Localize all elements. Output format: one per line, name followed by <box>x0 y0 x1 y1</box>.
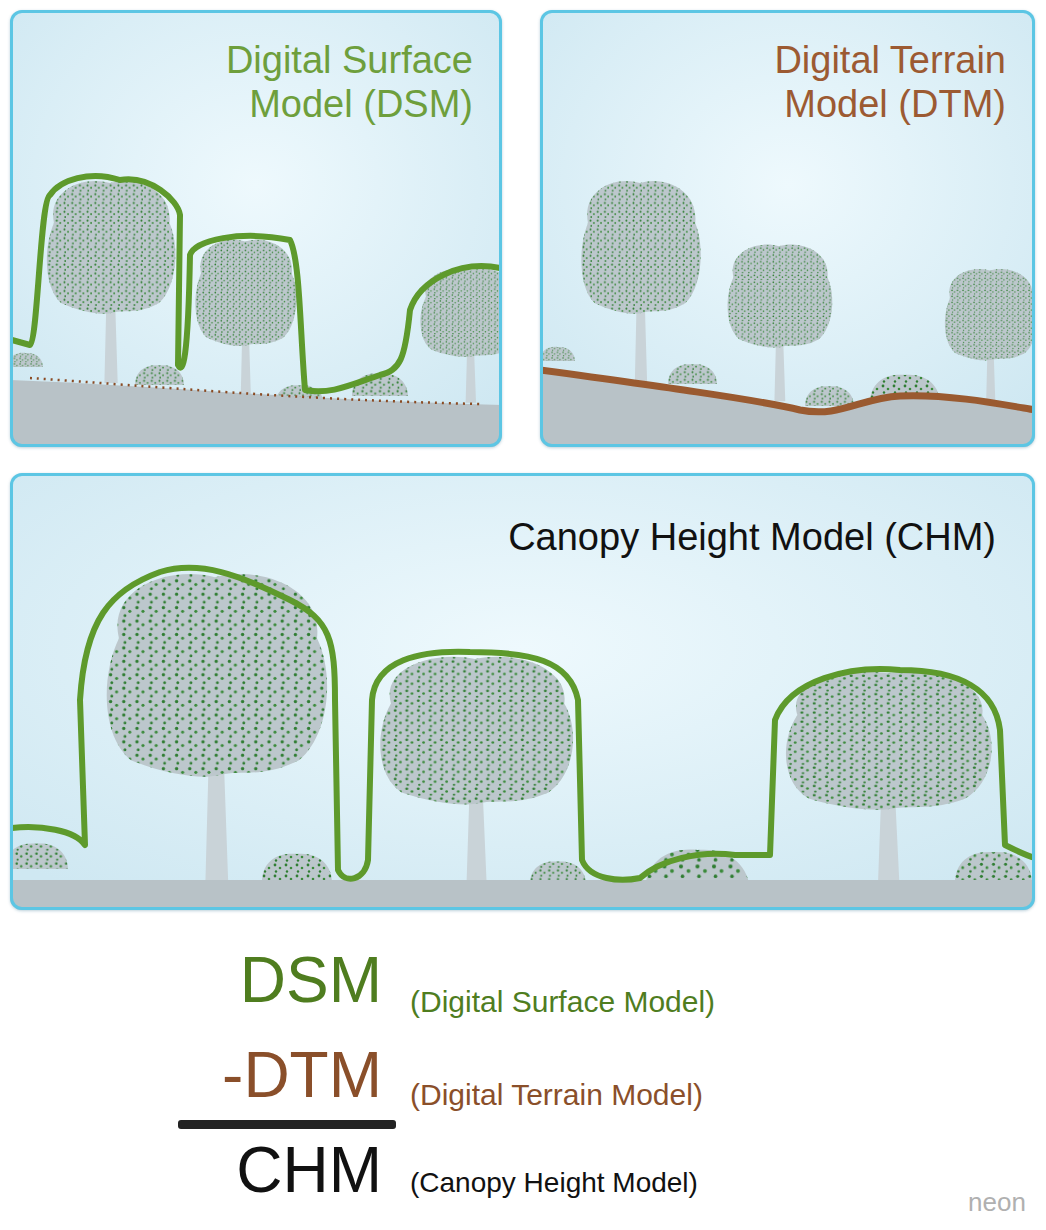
term-description: (Canopy Height Model) <box>410 1168 698 1199</box>
equation-result: CHM <box>236 1135 382 1205</box>
minus-bar <box>178 1120 396 1129</box>
panel-heading: Canopy Height Model (CHM) <box>508 516 996 560</box>
watermark: neon <box>968 1188 1026 1217</box>
panel: Digital Terrain Model (DTM) <box>540 10 1035 447</box>
term-description: (Digital Terrain Model) <box>410 1078 703 1111</box>
term-description: (Digital Surface Model) <box>410 985 715 1018</box>
equation-term: -DTM <box>222 1040 382 1110</box>
panel: Canopy Height Model (CHM) <box>10 473 1035 910</box>
panel-heading: Digital Surface Model (DSM) <box>133 39 473 126</box>
panel: Digital Surface Model (DSM) <box>10 10 502 447</box>
panel-heading: Digital Terrain Model (DTM) <box>666 39 1006 126</box>
equation-term: DSM <box>240 945 382 1015</box>
